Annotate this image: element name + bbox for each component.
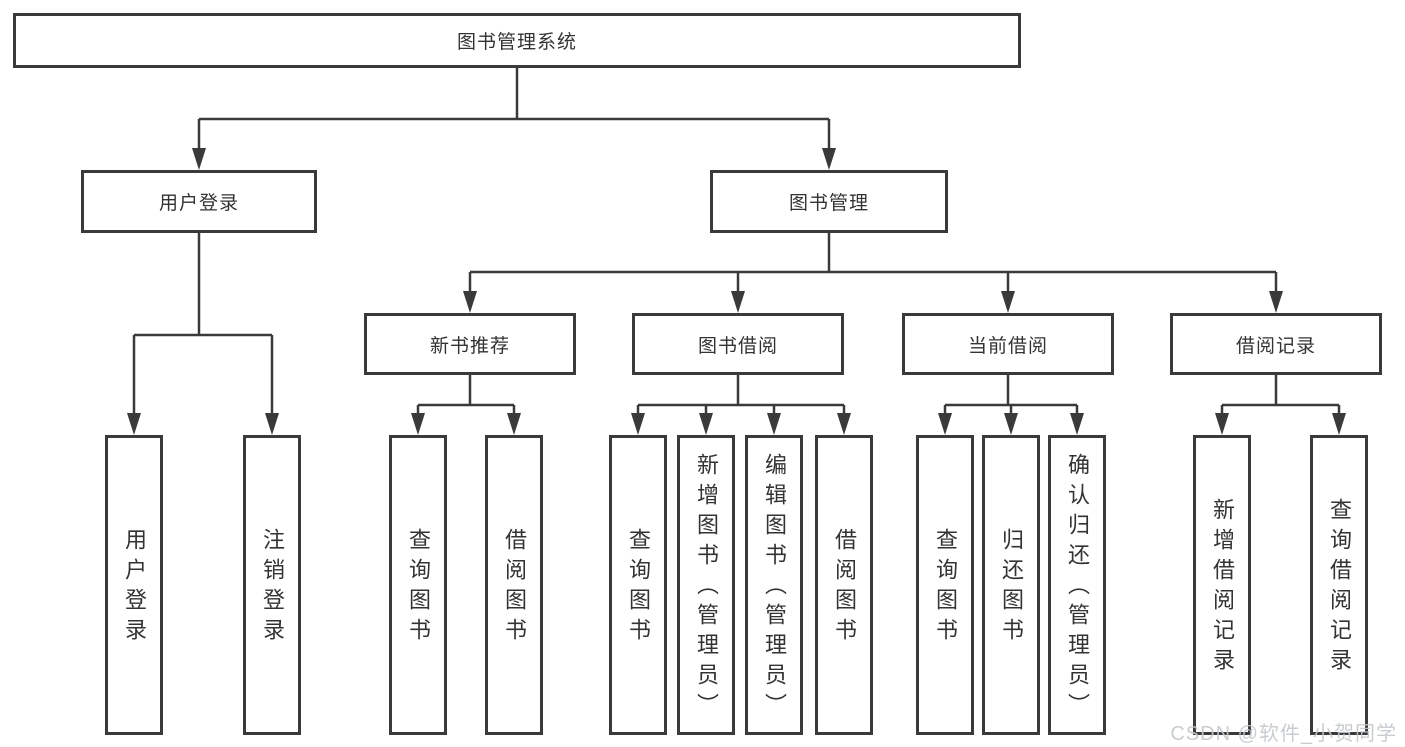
node-root: 图书管理系统 — [13, 13, 1021, 68]
leaf-logout: 注销登录 — [243, 435, 301, 735]
leaf-recommend-query-books: 查询图书 — [389, 435, 447, 735]
leaf-current-confirm-return: 确认归还（管理员） — [1048, 435, 1106, 735]
node-borrowing-records: 借阅记录 — [1170, 313, 1382, 375]
leaf-borrowing-edit-books: 编辑图书（管理员） — [745, 435, 803, 735]
node-new-book-recommend: 新书推荐 — [364, 313, 576, 375]
node-book-management: 图书管理 — [710, 170, 948, 233]
node-user-login: 用户登录 — [81, 170, 317, 233]
csdn-watermark: CSDN @软件_小贺同学 — [1170, 723, 1397, 745]
leaf-user-login: 用户登录 — [105, 435, 163, 735]
leaf-records-add-record: 新增借阅记录 — [1193, 435, 1251, 735]
leaf-current-return-books: 归还图书 — [982, 435, 1040, 735]
node-current-borrowing: 当前借阅 — [902, 313, 1114, 375]
leaf-current-query-books: 查询图书 — [916, 435, 974, 735]
leaf-recommend-borrow-books: 借阅图书 — [485, 435, 543, 735]
leaf-borrowing-borrow-books: 借阅图书 — [815, 435, 873, 735]
leaf-records-query-record: 查询借阅记录 — [1310, 435, 1368, 735]
leaf-borrowing-add-books: 新增图书（管理员） — [677, 435, 735, 735]
leaf-borrowing-query-books: 查询图书 — [609, 435, 667, 735]
node-book-borrowing: 图书借阅 — [632, 313, 844, 375]
